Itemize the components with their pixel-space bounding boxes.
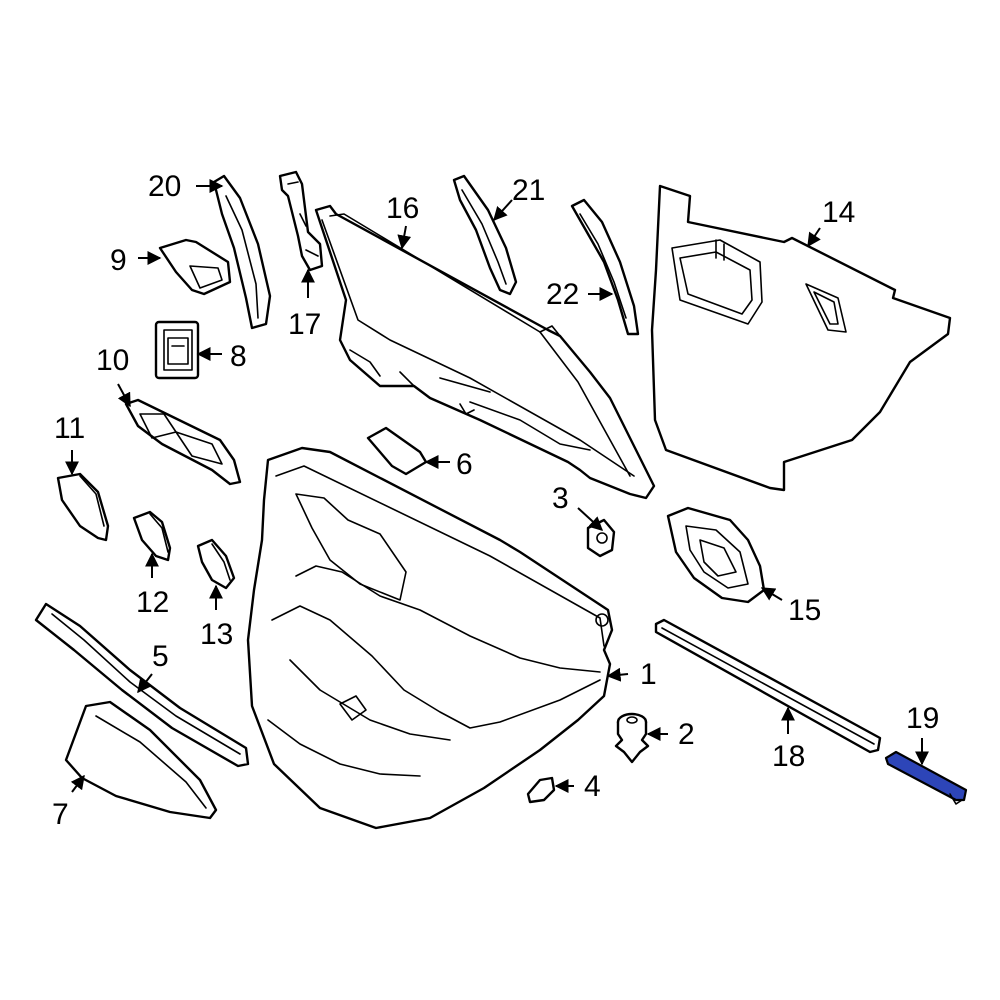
part-9-trim-piece[interactable] <box>158 238 232 296</box>
callout-1[interactable]: 1 <box>640 658 657 691</box>
callout-12[interactable]: 12 <box>136 586 169 619</box>
part-8-switch-bezel[interactable] <box>154 320 200 380</box>
part-12-clip-cover[interactable] <box>132 510 172 562</box>
callout-7[interactable]: 7 <box>52 798 69 831</box>
callout-13[interactable]: 13 <box>200 618 233 651</box>
part-21-pillar-trim[interactable] <box>452 174 518 296</box>
part-2-push-clip[interactable] <box>614 712 650 764</box>
callout-20[interactable]: 20 <box>148 170 181 203</box>
part-17-bracket[interactable] <box>278 170 324 272</box>
callout-9[interactable]: 9 <box>110 244 127 277</box>
callout-19[interactable]: 19 <box>906 702 939 735</box>
callout-labels: 1 2 3 4 5 6 7 8 9 10 11 12 13 14 15 16 1… <box>52 170 939 831</box>
part-15-speaker-bracket[interactable] <box>666 506 766 604</box>
callout-16[interactable]: 16 <box>386 192 419 225</box>
callout-11[interactable]: 11 <box>54 412 85 445</box>
callout-21[interactable]: 21 <box>512 174 545 207</box>
callout-4[interactable]: 4 <box>584 770 601 803</box>
part-1-door-trim-panel[interactable] <box>246 446 614 830</box>
callout-8[interactable]: 8 <box>230 340 247 373</box>
leader-lines <box>65 179 929 793</box>
part-14-door-insulation[interactable] <box>650 184 952 492</box>
callout-18[interactable]: 18 <box>772 740 805 773</box>
part-6-pad[interactable] <box>366 426 428 476</box>
part-18-sill-strip[interactable] <box>654 618 882 754</box>
part-19-highlighted-seal[interactable] <box>884 750 968 805</box>
part-4-clip[interactable] <box>526 776 556 804</box>
part-22-pillar-trim[interactable] <box>570 198 640 336</box>
part-3-clip[interactable] <box>586 518 616 558</box>
part-10-switch-panel[interactable] <box>124 398 242 486</box>
callout-10[interactable]: 10 <box>96 344 129 377</box>
callout-15[interactable]: 15 <box>788 594 821 627</box>
callout-17[interactable]: 17 <box>288 308 321 341</box>
part-13-clip-cover[interactable] <box>196 538 236 590</box>
callout-2[interactable]: 2 <box>678 718 695 751</box>
callout-5[interactable]: 5 <box>152 640 169 673</box>
callout-3[interactable]: 3 <box>552 482 569 515</box>
part-16-window-trim[interactable] <box>314 204 656 500</box>
callout-14[interactable]: 14 <box>822 196 855 229</box>
callout-6[interactable]: 6 <box>456 448 473 481</box>
part-7-lower-panel[interactable] <box>64 700 218 820</box>
part-11-clip-cover[interactable] <box>56 472 110 542</box>
callout-22[interactable]: 22 <box>546 278 579 311</box>
part-20-pillar-trim[interactable] <box>212 174 272 330</box>
